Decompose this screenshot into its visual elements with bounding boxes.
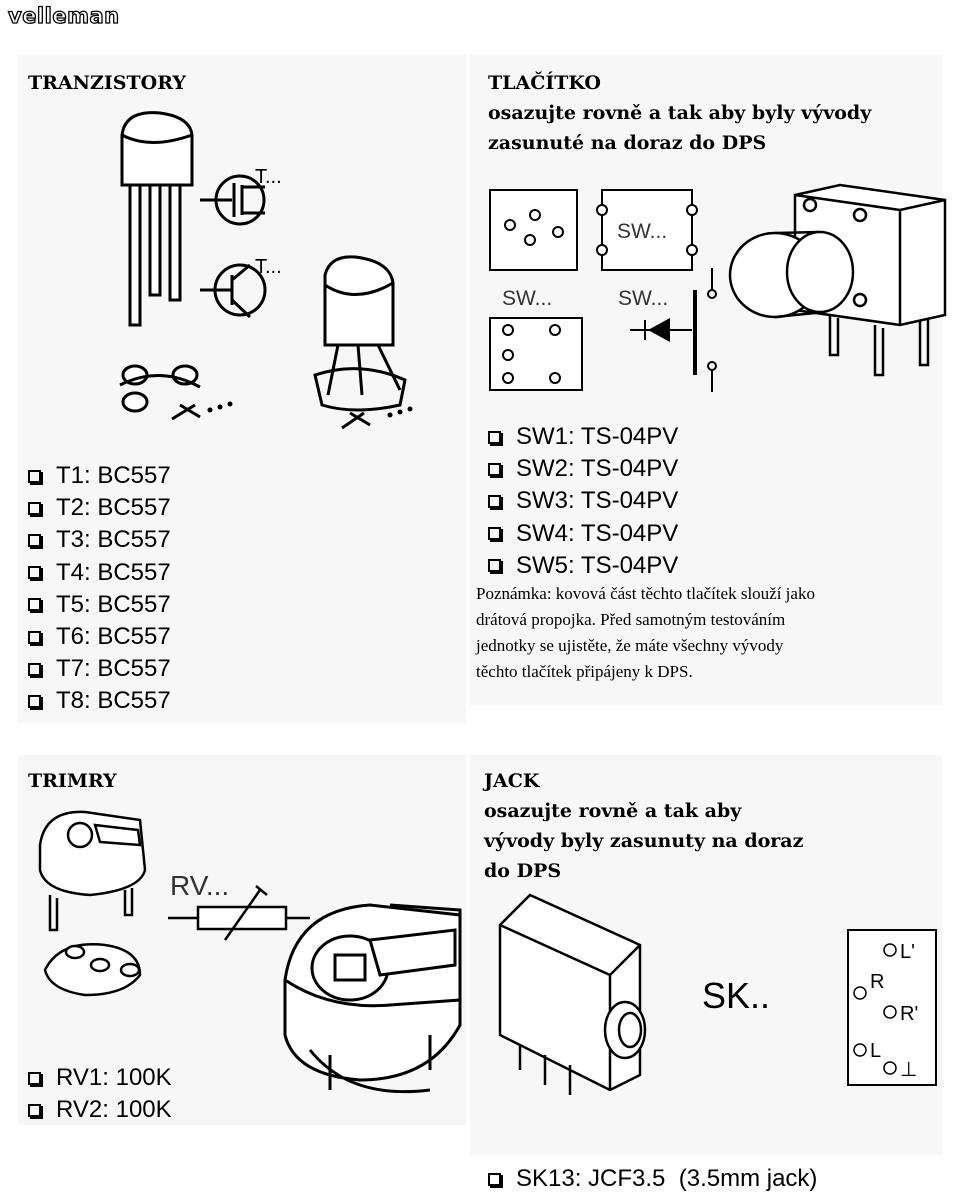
checkbox[interactable] [28,501,41,515]
button-note: Poznámka: kovová část těchto tlačítek sl… [476,584,815,681]
switch-label-2: SW... [502,287,552,310]
checkbox[interactable] [488,1172,501,1186]
list-item: T1: BC557 [28,460,171,492]
checkbox[interactable] [28,662,41,676]
list-item: T2: BC557 [28,492,171,524]
list-item: T8: BC557 [28,685,171,717]
jack-subheading-2: vývody byly zasunuty na doraz [484,830,804,852]
checkbox[interactable] [488,527,501,541]
jack-drawing: SK.. L' R R' L ⊥ [498,893,937,1095]
transistors-heading: TRANZISTORY [28,72,186,94]
checkbox[interactable] [28,630,41,644]
jack-pin-label-1: L' [900,941,915,963]
checkbox[interactable] [488,495,501,508]
list-item: SK13: JCF3.5 (3.5mm jack) [488,1163,817,1195]
list-item: T6: BC557 [28,621,171,653]
transistor-panel [18,55,466,723]
checkbox[interactable] [28,1103,41,1117]
list-item: T5: BC557 [28,589,171,621]
button-list: SW1: TS-04PV SW2: TS-04PV SW3: TS-04PV S… [488,421,678,582]
buttons-heading: TLAČÍTKO [488,72,601,94]
list-item: T3: BC557 [28,524,171,556]
list-item: T7: BC557 [28,653,171,685]
buttons-subheading-1: osazujte rovně a tak aby byly vývody [488,102,872,124]
transistor-list: T1: BC557 T2: BC557 T3: BC557 T4: BC557 … [28,460,171,718]
buttons-subheading-2: zasunuté na doraz do DPS [488,132,767,154]
checkbox[interactable] [28,598,41,612]
buttons-heading-block: TLAČÍTKO osazujte rovně a tak aby byly v… [488,68,871,158]
trimmer-symbol-label: RV... [170,870,229,901]
jack-pin-label-2: R [870,971,884,993]
list-item: SW5: TS-04PV [488,550,678,582]
jack-pin-label-5: ⊥ [900,1059,917,1081]
jack-subheading-3: do DPS [484,860,562,882]
list-item: SW2: TS-04PV [488,453,678,485]
list-item: RV1: 100K [28,1062,172,1094]
checkbox[interactable] [28,695,41,709]
list-item: SW1: TS-04PV [488,421,678,453]
list-item: SW4: TS-04PV [488,518,678,550]
trimmers-heading: TRIMRY [28,770,117,792]
checkbox[interactable] [28,1071,41,1085]
jack-heading-block: JACK osazujte rovně a tak aby vývody byl… [484,766,803,886]
transistor-drawing: T... T... [119,111,413,430]
list-item: T4: BC557 [28,557,171,589]
trimmer-drawing: RV... [38,810,462,1094]
trimmer-list: RV1: 100K RV2: 100K [28,1062,172,1126]
jack-subheading-1: osazujte rovně a tak aby [484,800,742,822]
checkbox[interactable] [28,566,41,580]
list-item: RV2: 100K [28,1094,172,1126]
checkbox[interactable] [28,469,41,483]
transistor-symbol-label-2: T... [255,256,282,278]
checkbox[interactable] [488,462,501,476]
switch-label-1: SW... [617,220,667,243]
jack-pin-label-4: L [870,1040,881,1062]
jack-symbol-label: SK.. [702,975,770,1016]
button-drawing: SW... SW... SW... [489,183,947,392]
brand-logo: velleman [7,3,120,28]
jack-pin-label-3: R' [900,1003,918,1025]
switch-label-3: SW... [618,287,668,310]
checkbox[interactable] [488,559,501,573]
checkbox[interactable] [488,430,501,444]
jack-heading: JACK [484,770,540,792]
transistor-symbol-label-1: T... [255,166,282,188]
list-item: SW3: TS-04PV [488,485,678,517]
checkbox[interactable] [28,534,41,547]
jack-list: SK13: JCF3.5 (3.5mm jack) [488,1163,817,1195]
